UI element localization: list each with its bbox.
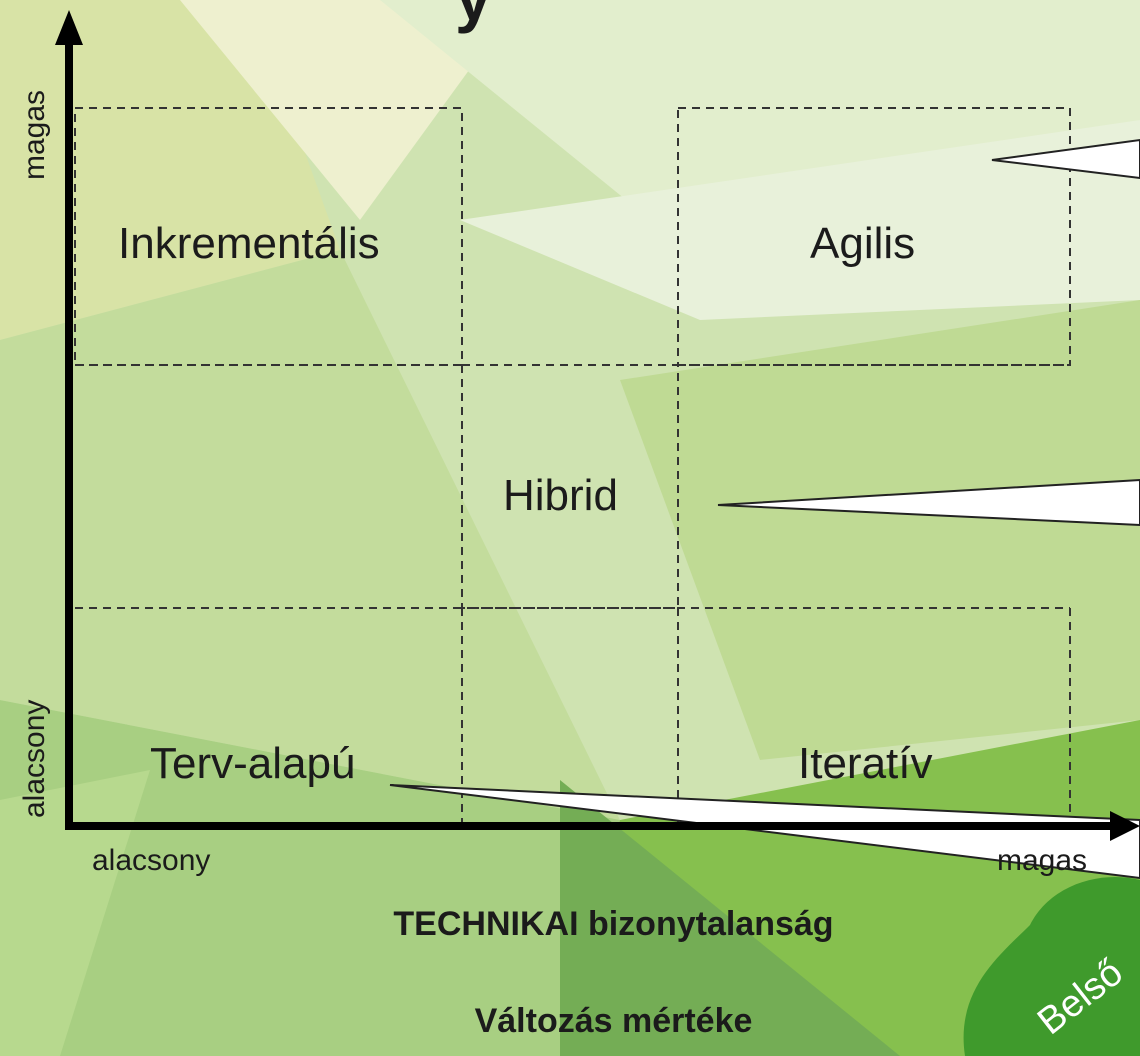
cell-iterative: Iteratív — [798, 739, 933, 788]
stamp-shape — [963, 877, 1140, 1056]
cell-agile: Agilis — [810, 219, 916, 268]
x-axis-high-label: magas — [997, 844, 1088, 877]
cell-plan-based: Terv-alapú — [150, 739, 356, 788]
cell-incremental: Inkrementális — [118, 219, 380, 268]
pointer-plan-based — [389, 784, 1140, 880]
bg-facet — [560, 780, 900, 1056]
x-axis-arrow — [1110, 811, 1140, 841]
bg-facet — [380, 0, 1140, 260]
bg-facet — [0, 700, 620, 1056]
bg-facet — [460, 120, 1140, 320]
y-axis-low-label: alacsony — [18, 699, 51, 818]
x-axis-low-label: alacsony — [92, 844, 211, 877]
y-axis-arrow — [55, 10, 83, 45]
bg-facet — [0, 250, 620, 820]
bg-facet — [0, 770, 150, 1056]
cell-hybrid: Hibrid — [503, 471, 618, 520]
pointer-agile — [991, 138, 1140, 180]
title-fragment: y — [455, 0, 492, 30]
bg-facet — [180, 0, 520, 220]
pointer-hybrid — [717, 478, 1140, 527]
y-axis-high-label: magas — [18, 89, 51, 180]
x-axis-title: TECHNIKAI bizonytalanság — [393, 905, 834, 943]
bg-facet — [620, 300, 1140, 760]
x-axis-subtitle: Változás mértéke — [474, 1002, 753, 1040]
